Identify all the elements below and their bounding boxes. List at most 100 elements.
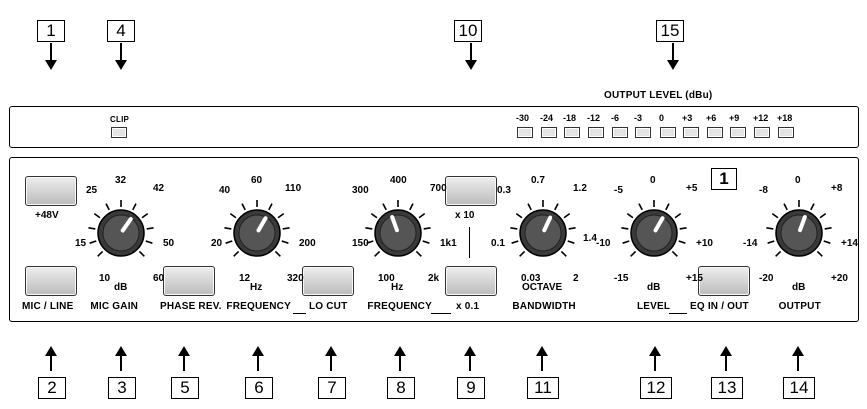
channel-number-badge: 1 bbox=[711, 168, 737, 190]
freq-scale-label: 300 bbox=[352, 185, 369, 196]
meter-title: OUTPUT LEVEL (dBu) bbox=[604, 90, 713, 101]
level-name: LEVEL bbox=[637, 301, 671, 312]
knob-tick bbox=[519, 250, 526, 257]
knob-tick bbox=[229, 212, 237, 219]
knob-tick bbox=[274, 250, 281, 257]
lo-cut-button[interactable] bbox=[302, 266, 354, 296]
meter-scale-label: -3 bbox=[634, 113, 643, 123]
eq-connector bbox=[669, 313, 687, 314]
meter-led bbox=[730, 127, 746, 138]
meter-scale-label: -12 bbox=[587, 113, 601, 123]
locut-name: FREQUENCY bbox=[226, 301, 291, 312]
knob-tick bbox=[277, 212, 285, 219]
gain-scale-label: 50 bbox=[163, 238, 175, 249]
gain-unit: dB bbox=[114, 282, 128, 293]
arrow-up bbox=[45, 346, 57, 371]
meter-led bbox=[635, 127, 651, 138]
phantom-48v-button[interactable] bbox=[25, 176, 77, 206]
mic-line-button[interactable] bbox=[25, 266, 77, 296]
gain-scale-label: 32 bbox=[115, 175, 127, 186]
eq-in-out-label: EQ IN / OUT bbox=[690, 301, 749, 312]
knob-tick bbox=[810, 203, 815, 211]
knob-tick bbox=[418, 212, 426, 219]
meter-led bbox=[707, 127, 723, 138]
bw-scale-label: 0.03 bbox=[521, 273, 541, 284]
knob-tick bbox=[423, 227, 431, 230]
knob-tick bbox=[554, 203, 559, 211]
callout-13: 13 bbox=[711, 377, 743, 399]
arrow-up bbox=[178, 346, 190, 371]
x10-divider bbox=[469, 227, 470, 258]
callout-3: 3 bbox=[108, 377, 136, 399]
output-scale-label: +14 bbox=[841, 238, 858, 249]
knob-tick bbox=[819, 212, 827, 219]
meter-led bbox=[778, 127, 794, 138]
knob-tick bbox=[415, 250, 422, 257]
level-scale-label: +15 bbox=[686, 273, 703, 284]
knob-tick bbox=[824, 227, 832, 230]
knob-tick bbox=[679, 227, 687, 230]
knob-tick bbox=[93, 212, 101, 219]
knob-tick bbox=[678, 240, 686, 244]
bw-unit: OCTAVE bbox=[522, 282, 563, 293]
knob-cap bbox=[635, 214, 673, 252]
freq-scale-label: 400 bbox=[390, 175, 407, 186]
freq-scale-label: 100 bbox=[378, 273, 395, 284]
output-knob[interactable] bbox=[759, 193, 839, 273]
mic-line-label: MIC / LINE bbox=[22, 301, 74, 312]
phase-rev-button[interactable] bbox=[163, 266, 215, 296]
knob-pointer bbox=[653, 216, 665, 233]
eq-in-out-button[interactable] bbox=[698, 266, 750, 296]
meter-led bbox=[564, 127, 580, 138]
knob-tick bbox=[823, 240, 831, 244]
knob-tick bbox=[671, 250, 678, 257]
knob-cap bbox=[379, 214, 417, 252]
meter-led bbox=[541, 127, 557, 138]
callout-1: 1 bbox=[37, 20, 65, 42]
knob-tick bbox=[783, 203, 788, 211]
meter-scale-label: -30 bbox=[516, 113, 530, 123]
gain-scale-label: 60 bbox=[153, 273, 165, 284]
meter-led bbox=[754, 127, 770, 138]
arrow-down bbox=[667, 43, 679, 70]
callout-7: 7 bbox=[318, 377, 346, 399]
callout-8: 8 bbox=[387, 377, 415, 399]
knob-tick bbox=[816, 250, 823, 257]
freq-scale-label: 2k bbox=[428, 273, 440, 284]
lo-cut-connector bbox=[293, 313, 306, 314]
knob-tick bbox=[515, 212, 523, 219]
x10-button[interactable] bbox=[445, 176, 497, 206]
bw-knob[interactable] bbox=[503, 193, 583, 273]
callout-4: 4 bbox=[107, 20, 135, 42]
knob-cap bbox=[780, 214, 818, 252]
meter-scale-label: -6 bbox=[611, 113, 620, 123]
callout-9: 9 bbox=[457, 377, 485, 399]
locut-scale-label: 60 bbox=[251, 175, 263, 186]
level-knob[interactable] bbox=[614, 193, 694, 273]
locut-scale-label: 12 bbox=[239, 273, 251, 284]
callout-12: 12 bbox=[640, 377, 672, 399]
gain-knob[interactable] bbox=[81, 193, 161, 273]
arrow-down bbox=[45, 43, 57, 70]
phantom-label: +48V bbox=[35, 210, 59, 221]
locut-scale-label: 40 bbox=[219, 185, 231, 196]
knob-tick bbox=[568, 227, 576, 230]
locut-knob[interactable] bbox=[217, 193, 297, 273]
meter-scale-label: -24 bbox=[540, 113, 554, 123]
level-scale-label: 0 bbox=[650, 175, 656, 186]
freq-knob[interactable] bbox=[358, 193, 438, 273]
meter-led bbox=[660, 127, 676, 138]
arrow-up bbox=[115, 346, 127, 371]
arrow-up bbox=[252, 346, 264, 371]
arrow-up bbox=[325, 346, 337, 371]
knob-tick bbox=[527, 203, 532, 211]
lo-cut-label: LO CUT bbox=[309, 301, 348, 312]
knob-tick bbox=[138, 250, 145, 257]
output-scale-label: 0 bbox=[795, 175, 801, 186]
x01-connector bbox=[431, 313, 451, 314]
callout-15: 15 bbox=[656, 20, 684, 42]
x01-button[interactable] bbox=[445, 266, 497, 296]
knob-tick bbox=[225, 240, 233, 244]
gain-scale-label: 10 bbox=[99, 273, 111, 284]
bw-scale-label: 1.2 bbox=[573, 183, 587, 194]
